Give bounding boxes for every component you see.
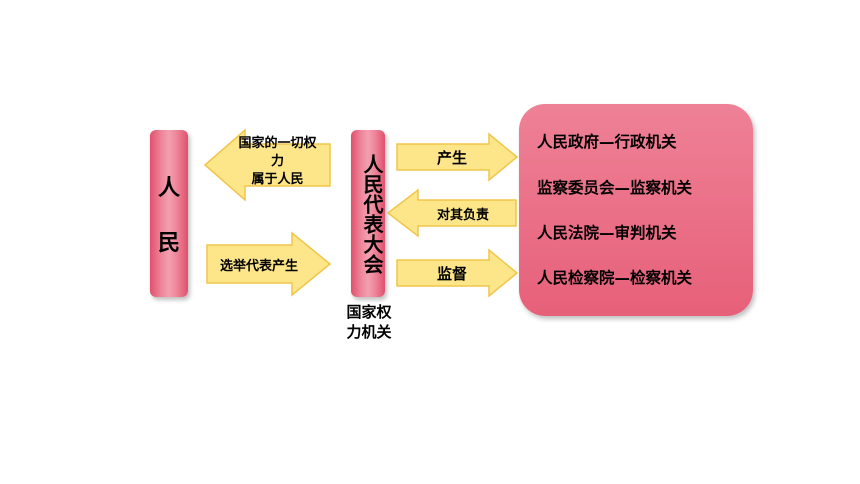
people-char-1: 人 xyxy=(157,176,180,201)
power-belongs-label: 国家的一切权 力 属于人民 xyxy=(225,135,330,189)
congress-caption: 国家权 力机关 xyxy=(338,302,400,342)
elect-arrow: 选举代表产生 xyxy=(206,231,332,297)
power-line-2: 力 xyxy=(270,154,284,169)
congress-caption-line-2: 力机关 xyxy=(346,323,392,341)
responsible-arrow: 对其负责 xyxy=(386,188,517,238)
people-box: 人 民 xyxy=(150,130,188,297)
elect-arrow-shape xyxy=(206,231,332,297)
supervise-arrow: 监督 xyxy=(396,248,519,298)
elect-label: 选举代表产生 xyxy=(219,259,298,274)
congress-label: 人民代表大会 xyxy=(360,154,384,274)
power-line-3: 属于人民 xyxy=(251,172,304,187)
organ-government: 人民政府—行政机关 xyxy=(537,133,677,151)
congress-caption-line-1: 国家权 xyxy=(346,303,392,321)
power-belongs-arrow: 国家的一切权 力 属于人民 xyxy=(203,128,331,202)
power-line-1: 国家的一切权 xyxy=(238,136,317,151)
responsible-label: 对其负责 xyxy=(436,208,489,223)
power-belongs-arrow-shape xyxy=(203,128,331,202)
organ-court: 人民法院—审判机关 xyxy=(537,224,677,242)
state-organs-box: 人民政府—行政机关 监察委员会—监察机关 人民法院—审判机关 人民检察院—检察机… xyxy=(519,104,753,316)
organ-supervision: 监察委员会—监察机关 xyxy=(537,179,693,197)
supervise-label: 监督 xyxy=(436,265,467,283)
congress-box: 人民代表大会 xyxy=(351,130,385,297)
organ-procuratorate: 人民检察院—检察机关 xyxy=(537,269,693,287)
supervise-arrow-shape xyxy=(396,248,519,298)
produce-label: 产生 xyxy=(436,149,467,167)
produce-arrow-shape xyxy=(396,132,519,182)
responsible-arrow-shape xyxy=(386,188,517,238)
produce-arrow: 产生 xyxy=(396,132,519,182)
people-char-2: 民 xyxy=(157,231,180,256)
